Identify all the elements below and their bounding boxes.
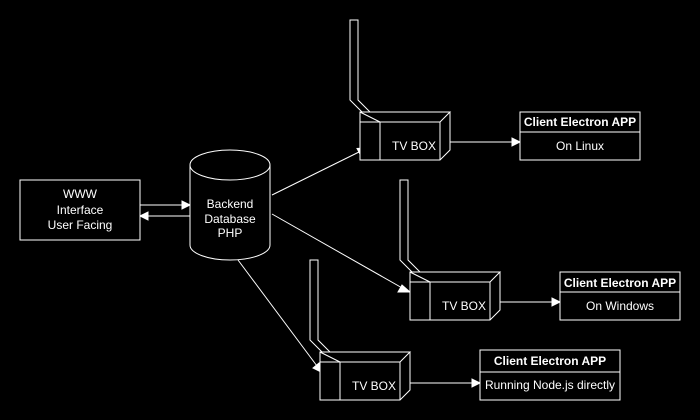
tv-box-depth-edge xyxy=(319,351,341,363)
www-label-line1: WWW xyxy=(63,187,98,201)
database-cylinder-top xyxy=(189,149,271,181)
arrowhead xyxy=(138,211,149,221)
www-interface-box xyxy=(19,179,141,241)
www-label-line2: Interface xyxy=(57,203,104,217)
client-electron-app-2: Client Electron APP On Windows xyxy=(559,271,681,321)
tv-box-depth-edge xyxy=(409,271,431,283)
arrowhead xyxy=(181,200,192,210)
arrowhead xyxy=(551,297,562,307)
tv-box-depth-edge xyxy=(359,111,381,123)
backend-label-line3: PHP xyxy=(218,226,243,240)
client-electron-app-3: Client Electron APP Running Node.js dire… xyxy=(479,349,621,401)
client-electron-app-1: Client Electron APP On Linux xyxy=(519,111,641,161)
client-subtitle: Running Node.js directly xyxy=(485,378,615,392)
tv-box-antenna xyxy=(349,19,372,113)
tv-box-top-face xyxy=(359,111,452,123)
client-title: Client Electron APP xyxy=(564,276,676,290)
edge-backend-to-tvbox-2 xyxy=(271,213,405,290)
arrowhead xyxy=(511,137,522,147)
client-box xyxy=(519,111,641,161)
client-subtitle: On Windows xyxy=(586,299,654,313)
backend-database-node: Backend Database PHP xyxy=(189,149,271,261)
backend-label-line2: Database xyxy=(204,212,256,226)
tv-box-antenna xyxy=(309,259,332,353)
client-box xyxy=(479,349,621,401)
client-title: Client Electron APP xyxy=(494,354,606,368)
tv-box-antenna xyxy=(399,179,422,273)
www-interface-node: WWW Interface User Facing xyxy=(19,179,141,241)
arrowhead xyxy=(397,284,412,293)
client-subtitle: On Linux xyxy=(556,139,604,153)
tv-box-label: TV BOX xyxy=(442,299,486,313)
tv-box-2: TV BOX xyxy=(399,179,502,321)
client-title: Client Electron APP xyxy=(524,115,636,129)
backend-label-line1: Backend xyxy=(207,197,254,211)
edge-backend-to-tvbox-3 xyxy=(237,259,318,367)
database-cylinder-body xyxy=(189,165,271,261)
connectors xyxy=(138,137,562,388)
tv-box-top-face xyxy=(319,351,412,363)
tv-box-1: TV BOX xyxy=(349,19,452,161)
tv-box-top-face xyxy=(409,271,502,283)
www-label-line3: User Facing xyxy=(48,218,113,232)
tv-box-label: TV BOX xyxy=(352,379,396,393)
tv-box-label: TV BOX xyxy=(392,139,436,153)
arrowhead xyxy=(471,378,482,388)
client-box xyxy=(559,271,681,321)
tv-box-3: TV BOX xyxy=(309,259,412,401)
edge-backend-to-tvbox-1 xyxy=(271,150,362,196)
